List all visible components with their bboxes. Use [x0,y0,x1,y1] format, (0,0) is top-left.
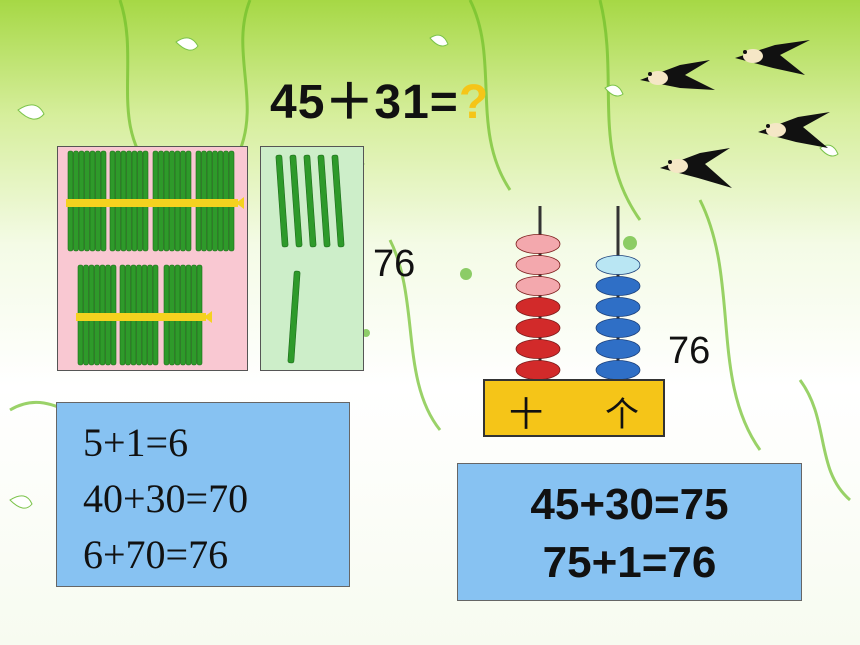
ones-bead [595,297,641,317]
tens-bundles [66,150,244,366]
leaf-icon [175,37,199,51]
one-stick [331,154,345,248]
method-one-line: 40+30=70 [83,476,249,521]
ten-stick-bundle [118,264,168,366]
one-stick [289,154,303,248]
ones-bead [595,276,641,296]
method-one-line: 5+1=6 [83,420,189,465]
ten-stick-bundle [76,264,126,366]
swallow-icon [640,60,715,90]
method-two-line: 45+30=75 [530,480,729,529]
title-question-mark: ? [458,76,490,129]
title-expression: 45＋31= [270,76,459,129]
tens-place-label: 十 [509,395,543,435]
slide-title: 45＋31=? [270,62,489,132]
tens-bundles-panel [57,146,248,371]
method-two-box: 45+30=75 75+1=76 [457,463,802,601]
one-stick [317,154,331,248]
leaf-icon [819,144,839,157]
tens-bead [515,297,561,317]
sticks-result: 76 [373,243,416,285]
ones-bead [595,255,641,275]
method-two-line: 75+1=76 [542,538,717,587]
leaf-icons [9,34,839,509]
swallow-icon [735,40,810,75]
ten-stick-bundle [162,264,212,366]
leaf-icon [17,104,45,120]
tens-bead [515,276,561,296]
tens-bead [515,255,561,275]
ten-stick-bundle [108,150,158,252]
one-stick [303,154,317,248]
abacus-result: 76 [668,330,711,372]
one-stick [275,154,289,248]
method-one-box: 5+1=6 40+30=70 6+70=76 [56,402,350,587]
abacus-base: 十 个 [483,379,665,437]
ten-stick-bundle [151,150,201,252]
ones-sticks-panel [260,146,364,371]
ten-stick-bundle [194,150,244,252]
ones-bead [595,339,641,359]
tens-bead [515,318,561,338]
method-one-line: 6+70=76 [83,532,229,577]
swallow-birds [640,40,830,188]
one-stick [287,270,301,364]
ones-bead [595,318,641,338]
leaf-icon [429,34,449,47]
ones-place-label: 个 [605,395,639,435]
ten-stick-bundle [66,150,116,252]
swallow-icon [758,112,830,148]
tens-bead [515,234,561,254]
leaf-icon [9,495,33,509]
ones-bead [595,360,641,380]
ones-sticks [275,154,345,364]
tens-bead [515,339,561,359]
tens-bead [515,360,561,380]
swallow-icon [660,148,732,188]
leaf-icon [604,84,624,97]
